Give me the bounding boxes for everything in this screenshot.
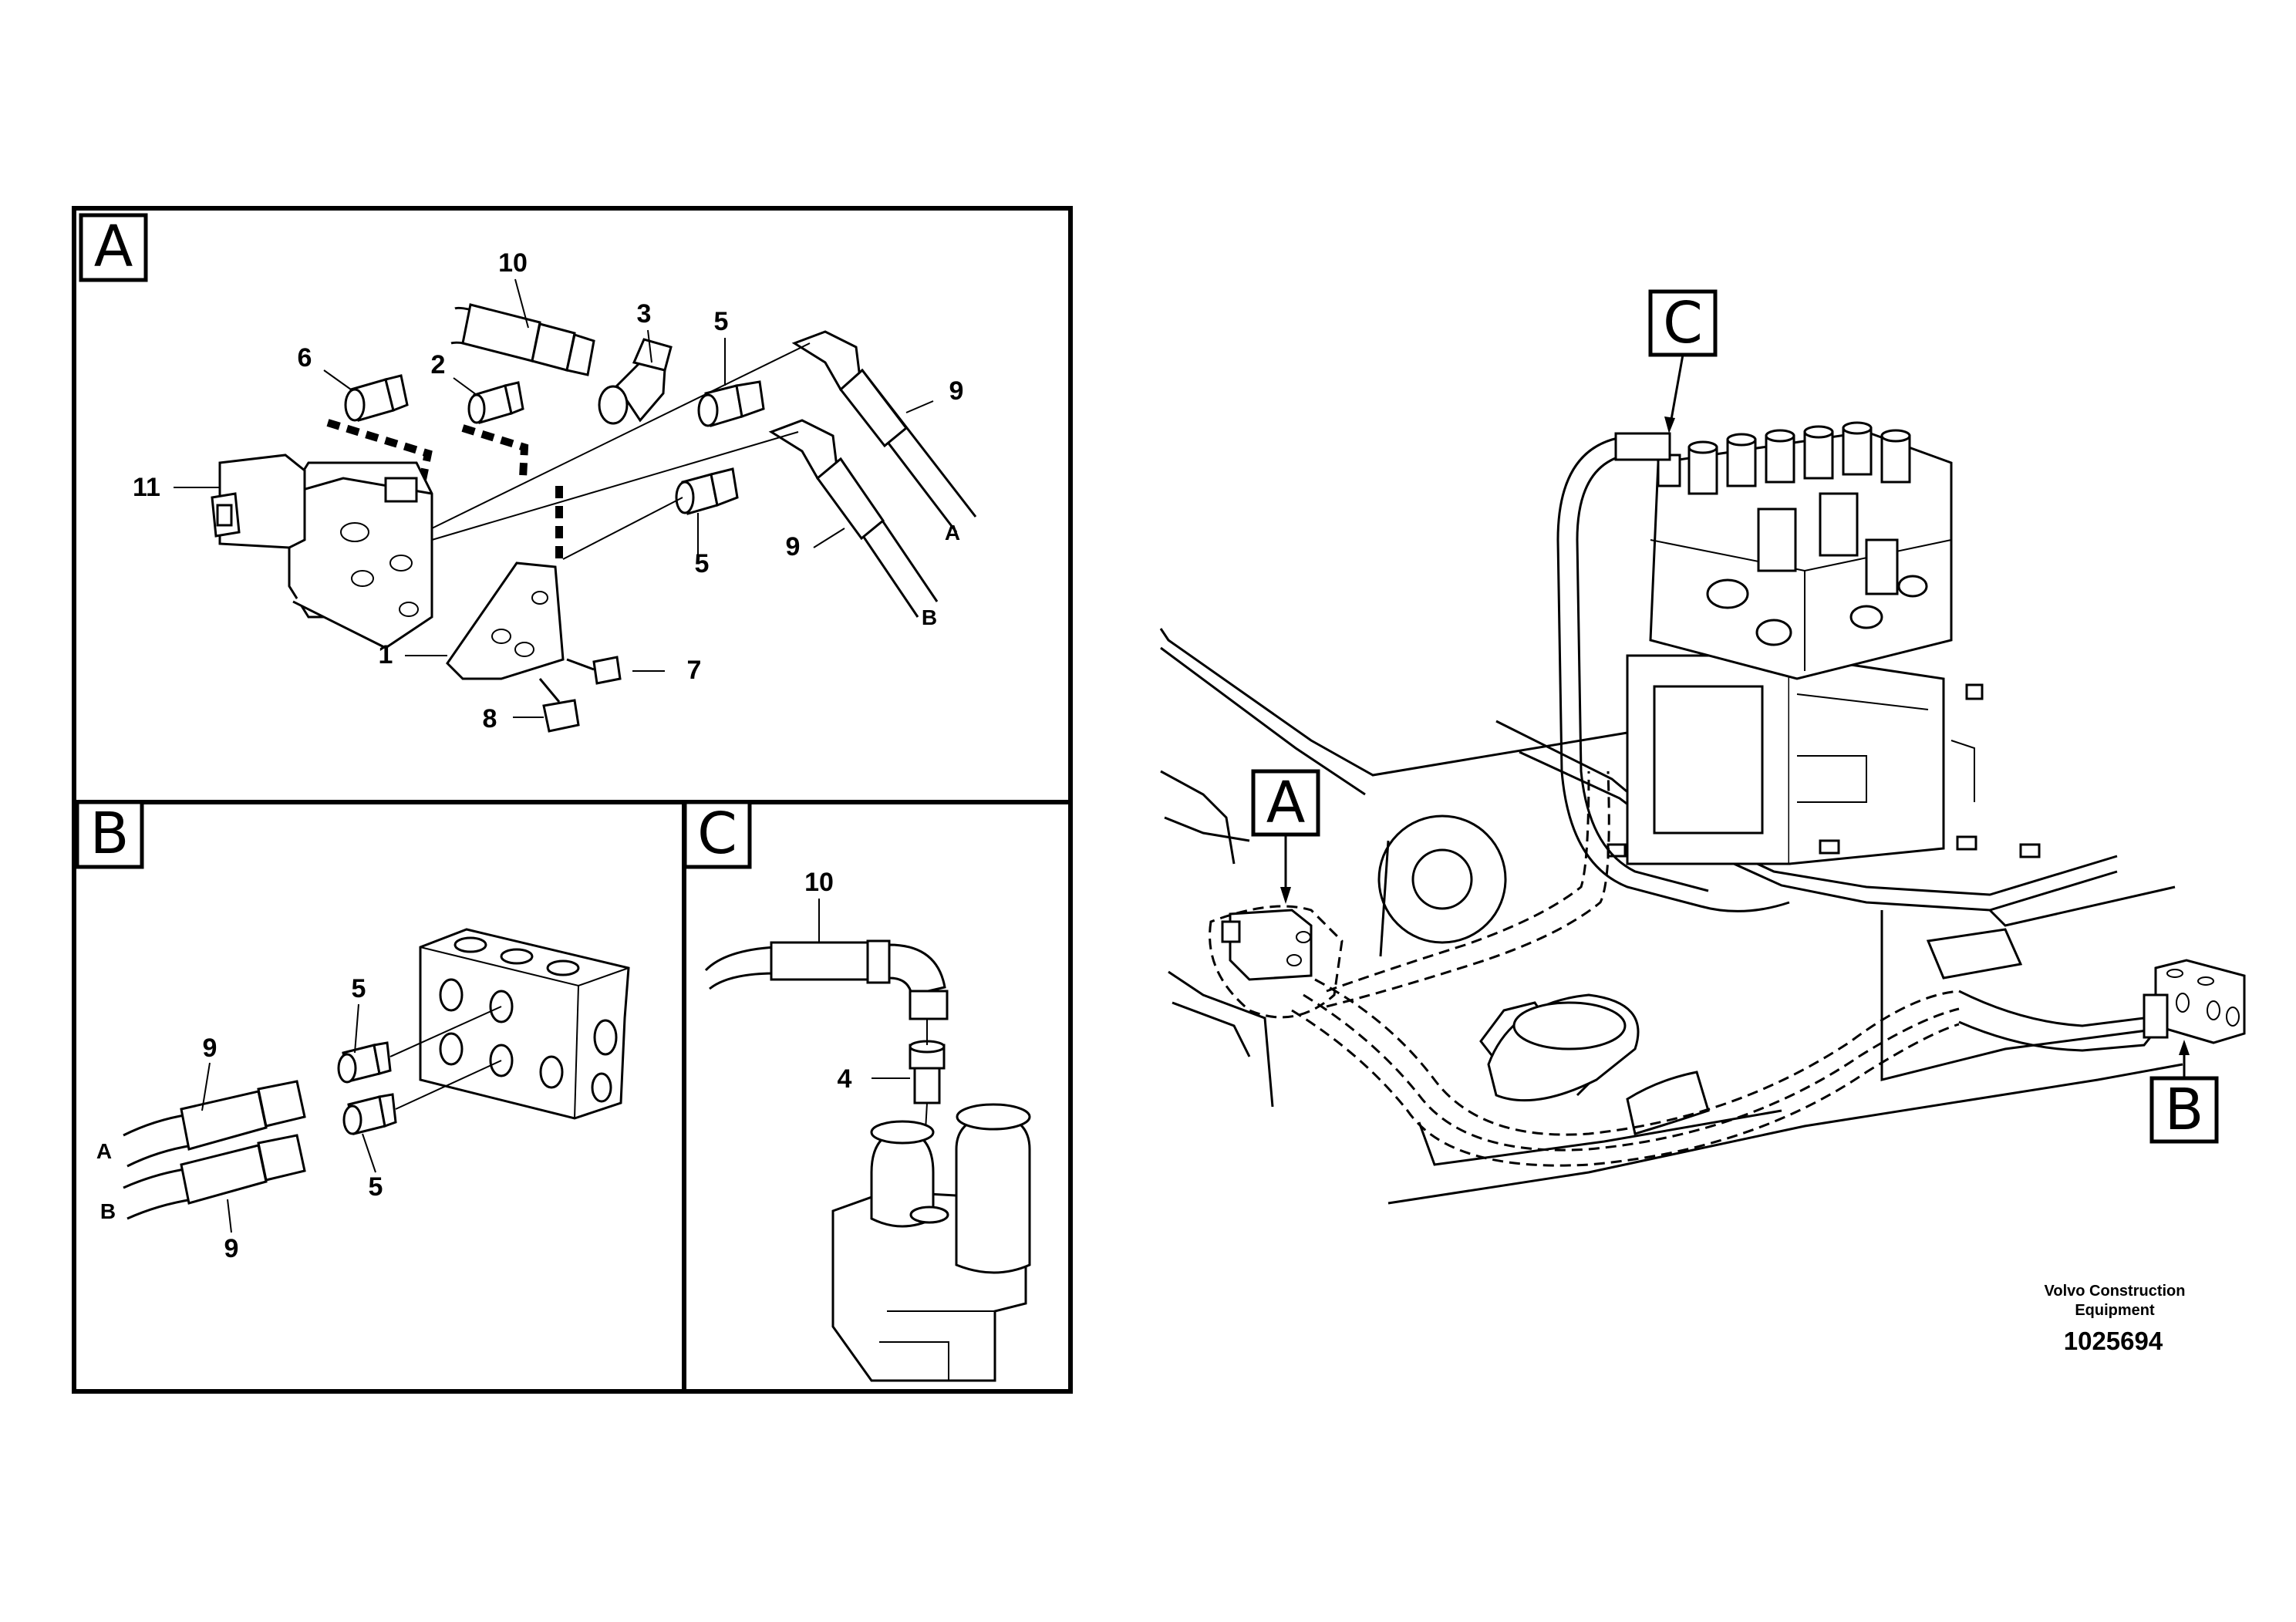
callout-b-9-lower: 9: [224, 1234, 239, 1263]
callout-a-5-lower: 5: [695, 549, 710, 578]
callout-a-5-top: 5: [714, 307, 729, 336]
detail-a-label-box: A: [79, 213, 148, 282]
svg-text:C: C: [697, 801, 737, 867]
callout-a-9-lower: 9: [786, 532, 801, 561]
flow-line-b: [431, 431, 799, 541]
hose-10-c: [704, 939, 949, 1020]
overview-callout-b: B: [2149, 1040, 2219, 1144]
svg-text:B: B: [90, 801, 130, 867]
hose-end-b-a-label: A: [96, 1139, 112, 1163]
pilot-valve-small: [1221, 909, 1313, 981]
dashed-marker-2: [461, 424, 529, 479]
hose-end-b-b-label: B: [100, 1199, 116, 1223]
hoses-to-b: [1958, 990, 2161, 1027]
callout-c-4: 4: [838, 1064, 852, 1094]
callout-a-6: 6: [298, 343, 312, 373]
overview-callout-a: A: [1251, 769, 1320, 904]
overview-callout-c: C: [1648, 289, 1718, 433]
document-number: 1025694: [2064, 1327, 2163, 1355]
detail-b: B: [75, 800, 630, 1263]
part-4-adapter: [909, 1040, 946, 1104]
part-5-lower-adapter: [675, 467, 739, 515]
footer: Volvo Construction Equipment 1025694: [2045, 1283, 2186, 1355]
svg-text:A: A: [1266, 770, 1306, 836]
detail-c: C 10: [683, 800, 1031, 1382]
manifold-block: [419, 928, 630, 1120]
solenoid-11: [211, 454, 306, 549]
company-line-1: Volvo Construction: [2045, 1283, 2186, 1300]
callout-a-10: 10: [498, 248, 528, 278]
callout-a-9-upper: 9: [949, 376, 964, 406]
part-6-plug: [344, 374, 409, 422]
swing-bearing: [1487, 993, 1640, 1102]
bracket-1: [446, 561, 565, 680]
main-control-valve: [1649, 421, 1953, 680]
svg-text:B: B: [2165, 1077, 2204, 1143]
lower-cylinder: [1626, 928, 2023, 1135]
callout-a-7: 7: [687, 656, 702, 685]
company-line-2: Equipment: [2075, 1302, 2155, 1319]
hose-9-lower: [768, 419, 939, 618]
detail-a-leaders: [174, 278, 934, 718]
overview-machine: A C B: [1159, 289, 2246, 1205]
dashed-marker-6: [326, 419, 433, 481]
callout-b-5-lower: 5: [369, 1172, 383, 1202]
part-3-elbow-fitting: [598, 338, 673, 425]
flow-line-a: [431, 342, 811, 529]
screw-8: [538, 678, 580, 733]
callout-c-10: 10: [804, 868, 834, 897]
upper-frame-edge: [1159, 628, 1628, 777]
callout-a-1: 1: [379, 640, 393, 669]
detail-a: A: [79, 213, 977, 733]
callout-b-5-upper: 5: [352, 974, 366, 1003]
valve-block: [288, 461, 433, 649]
flow-line-b-lower: [395, 1060, 502, 1110]
manifold-small: [2154, 959, 2246, 1044]
part-5-adapter-lower: [342, 1093, 397, 1135]
callout-b-9-upper: 9: [203, 1034, 217, 1063]
callout-a-8: 8: [483, 704, 497, 733]
detail-c-leaders: [818, 899, 910, 1079]
svg-text:A: A: [94, 214, 133, 280]
part-5-top-adapter: [697, 380, 765, 427]
hose-end-b-label: B: [922, 605, 937, 629]
hose-end-a-label: A: [945, 521, 960, 545]
callout-a-2: 2: [431, 350, 446, 379]
flow-line-c: [562, 497, 683, 560]
callout-a-3: 3: [637, 299, 652, 329]
dashed-hose-routes: [1209, 771, 1960, 1167]
flow-line-b-upper: [389, 1006, 502, 1057]
detail-b-label-box: B: [75, 800, 144, 869]
detail-c-label-box: C: [683, 800, 752, 869]
part-2-plug: [467, 381, 524, 424]
pilot-hose-c: [1556, 434, 1790, 912]
part-5-adapter-upper: [337, 1041, 392, 1084]
callout-a-11: 11: [133, 473, 160, 502]
hose-9-upper: [791, 330, 977, 533]
valve-stand: [1607, 654, 2041, 865]
hose-9-b-lower: [123, 1134, 306, 1220]
pilot-valve-body: [831, 1103, 1031, 1382]
pivot-boss: [1377, 814, 1507, 957]
svg-text:C: C: [1663, 290, 1703, 356]
detail-frames: [72, 206, 1073, 1394]
screw-7: [566, 656, 622, 685]
hose-10: [450, 303, 595, 376]
detail-b-leaders: [201, 1003, 376, 1233]
